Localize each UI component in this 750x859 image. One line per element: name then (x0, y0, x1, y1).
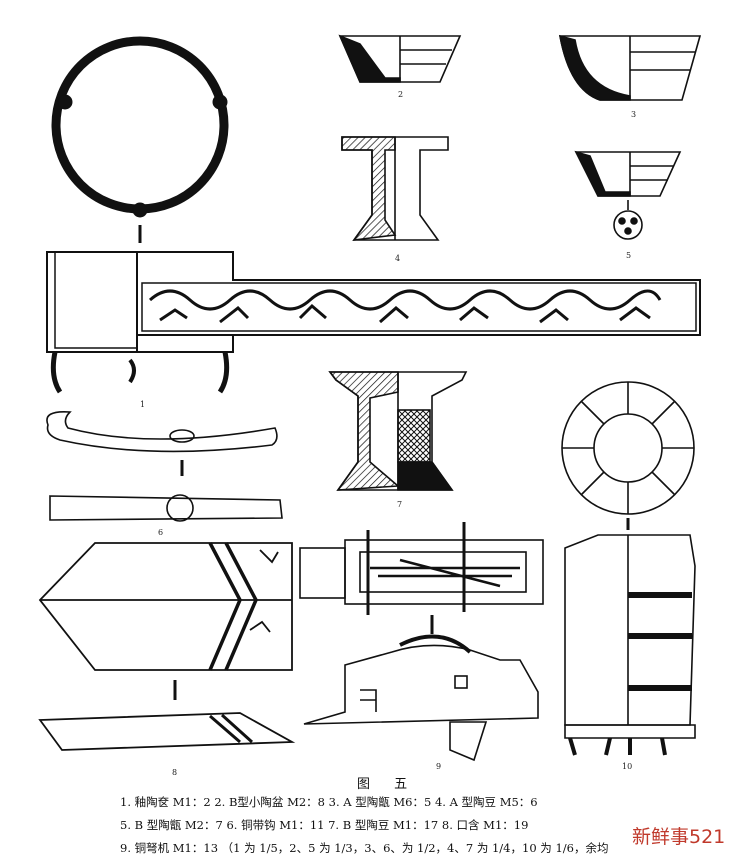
item-7-ceramic-dou-b (328, 371, 468, 491)
figure-number-5: 5 (626, 251, 632, 260)
item-2-small-basin (338, 34, 462, 83)
item-6-belt-hook (46, 410, 283, 522)
figure-number-4: 4 (395, 254, 401, 263)
item-8-mouth-jade (38, 542, 296, 751)
figure-number-2: 2 (398, 90, 404, 99)
item-10-lidded-lian (561, 381, 696, 756)
item-5-steamer-b (574, 150, 682, 240)
caption-line-2: 5. B 型陶甑 M2：7 6. 铜带钩 M1：11 7. B 型陶豆 M1：1… (120, 818, 529, 832)
figure-number-8: 8 (172, 768, 178, 777)
figure-number-9: 9 (436, 762, 442, 771)
item-1-glazed-lian (46, 36, 701, 394)
figure-number-6: 6 (158, 528, 164, 537)
caption-line-3: 9. 铜弩机 M1：13 （1 为 1/5，2、5 为 1/3，3、6、为 1/… (120, 841, 609, 855)
item-3-steamer-a (558, 34, 702, 101)
figure-number-3: 3 (631, 110, 637, 119)
figure-number-7: 7 (397, 500, 403, 509)
item-4-ceramic-dou-a (341, 136, 449, 242)
watermark: 新鲜事521 (632, 826, 726, 848)
item-9-crossbow-trigger (299, 522, 544, 762)
figure-number-1: 1 (140, 400, 146, 409)
caption-line-1: 1. 釉陶奁 M1：2 2. B型小陶盆 M2：8 3. A 型陶甑 M6：5 … (120, 795, 538, 809)
figure-number-10: 10 (622, 762, 633, 771)
plate-title: 图 五 (357, 777, 418, 792)
